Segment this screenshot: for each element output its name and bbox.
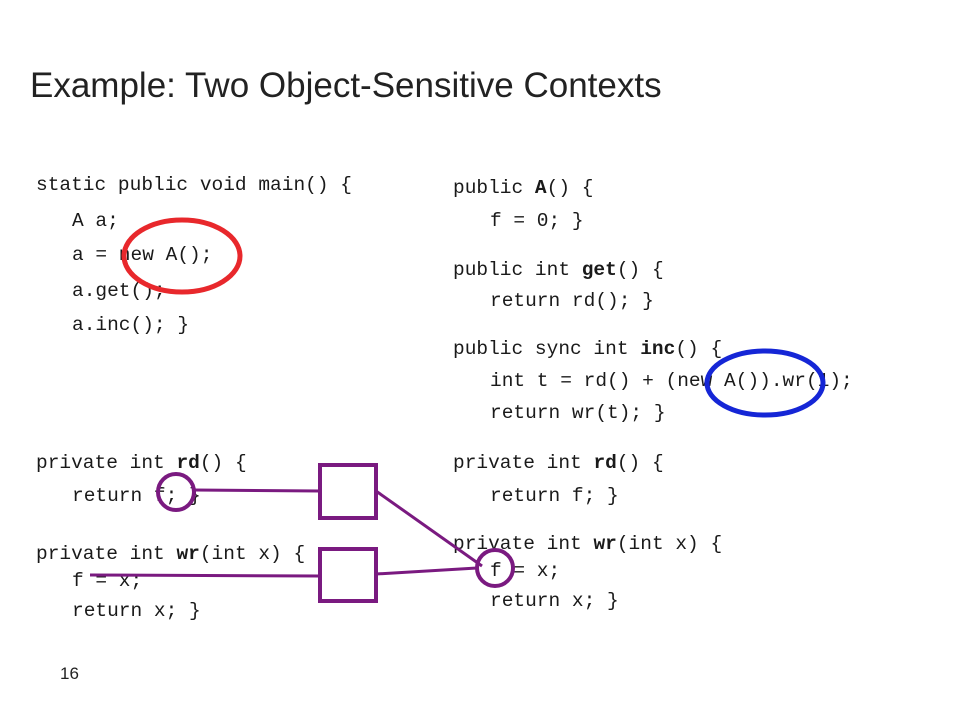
heap-object-box-top — [318, 463, 378, 520]
wr-body-right-line1: f = x; — [490, 560, 561, 582]
red-context-circle — [121, 217, 243, 295]
ctor-signature: public A() { — [453, 177, 594, 199]
inc-name: inc — [640, 338, 676, 360]
field-f-circle-right — [475, 548, 515, 588]
wr-body-right-line2: return x; } — [490, 590, 619, 612]
main-line-inc: a.inc(); } — [72, 314, 190, 336]
blue-context-circle — [704, 348, 826, 418]
main-line-get: a.get(); — [72, 280, 166, 302]
edge-wr-f-to-box-bottom — [89, 573, 321, 578]
wr-signature-left: private int wr(int x) { — [36, 543, 306, 565]
page-number: 16 — [60, 664, 79, 683]
inc-signature: public sync int inc() { — [453, 338, 723, 360]
rd-name-right: rd — [593, 452, 617, 474]
get-signature: public int get() { — [453, 259, 664, 281]
slide-title: Example: Two Object-Sensitive Contexts — [30, 66, 662, 105]
inc-body-line2: return wr(t); } — [490, 402, 666, 424]
rd-signature-right: private int rd() { — [453, 452, 664, 474]
wr-name-left: wr — [176, 543, 200, 565]
rd-signature-left: private int rd() { — [36, 452, 247, 474]
heap-object-box-bottom — [318, 547, 378, 603]
rd-name-left: rd — [176, 452, 200, 474]
get-body: return rd(); } — [490, 290, 654, 312]
field-f-circle-left — [156, 472, 196, 512]
main-line-new: a = new A(); — [72, 244, 213, 266]
get-name: get — [581, 259, 617, 281]
edge-rd-f-to-box-top — [193, 488, 321, 493]
wr-name-right: wr — [593, 533, 617, 555]
wr-signature-right: private int wr(int x) { — [453, 533, 723, 555]
edge-box-bottom-to-right-f — [375, 566, 478, 576]
wr-body-left-line2: return x; } — [72, 600, 201, 622]
edge-box-top-to-right-f — [375, 489, 483, 568]
ctor-name: A — [534, 177, 547, 199]
main-signature: static public void main() { — [36, 174, 352, 196]
ctor-body: f = 0; } — [490, 210, 584, 232]
rd-body-right: return f; } — [490, 485, 619, 507]
main-line-decl: A a; — [72, 210, 119, 232]
